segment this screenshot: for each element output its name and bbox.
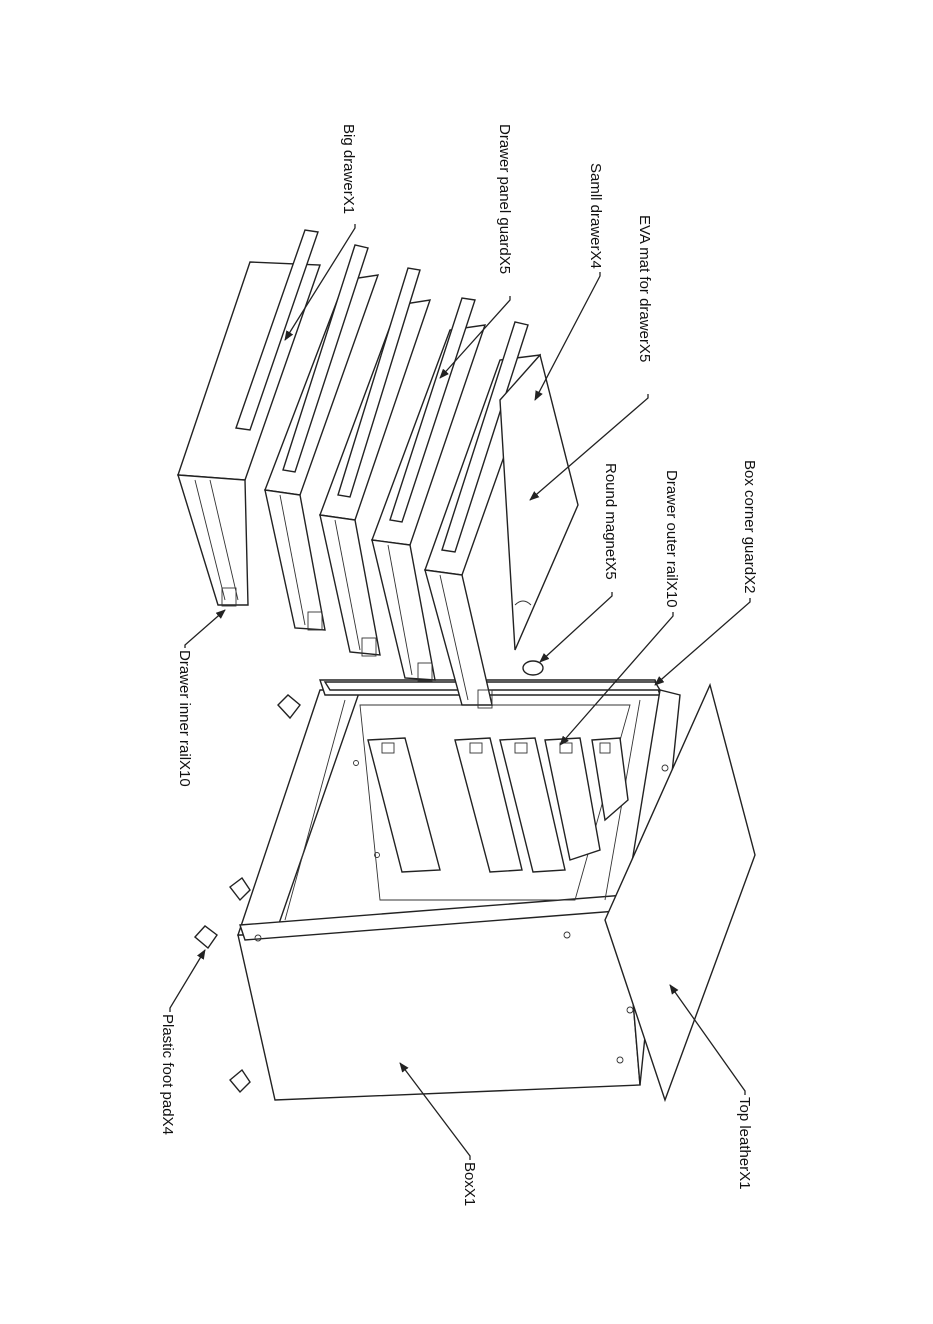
label-big-drawer: Big drawerX1 [340,124,357,214]
label-box: BoxX1 [461,1162,478,1206]
label-eva-mat: EVA mat for drawerX5 [636,215,653,362]
drawer-stack [178,230,578,708]
label-plastic-foot-pad: Plastic foot padX4 [159,1014,176,1135]
label-box-corner-guard: Box corner guardX2 [741,460,758,593]
label-top-leather: Top leatherX1 [736,1097,753,1190]
label-drawer-panel-guard: Drawer panel guardX5 [496,124,513,274]
drawer-outer-rails [368,738,628,872]
round-magnet [523,661,543,675]
label-small-drawer: Samll drawerX4 [587,163,604,269]
label-round-magnet: Round magnetX5 [602,463,619,580]
label-drawer-outer-rail: Drawer outer railX10 [663,470,680,608]
label-drawer-inner-rail: Drawer inner railX10 [176,650,193,787]
